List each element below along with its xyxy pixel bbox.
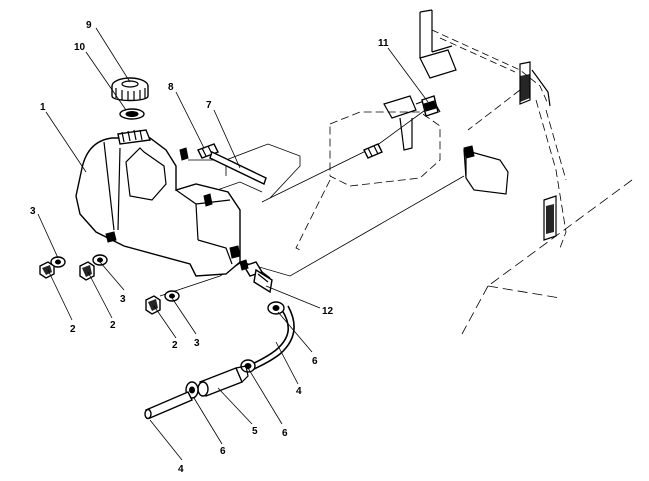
callout-5: 5 (252, 426, 258, 437)
callout-8: 8 (168, 82, 174, 93)
callout-4-upper: 4 (296, 386, 302, 397)
callout-11: 11 (378, 38, 389, 49)
callout-1: 1 (40, 102, 46, 113)
vehicle-frame (295, 9, 633, 335)
leader-lines (37, 27, 429, 461)
washer-2 (92, 254, 108, 266)
callout-3-middle: 3 (120, 294, 126, 305)
callout-10: 10 (74, 42, 86, 53)
callout-6-lower-left: 6 (220, 446, 226, 457)
washer-3 (164, 290, 180, 302)
hose-clamp-upper (267, 301, 285, 315)
callout-6-upper: 6 (312, 356, 318, 367)
fuel-hose-upper (247, 305, 295, 371)
callout-7: 7 (206, 100, 212, 111)
fuel-valve (239, 259, 273, 294)
fuel-tank (75, 129, 241, 277)
callout-labels: 1 9 10 8 7 11 3 2 2 3 2 3 12 6 4 6 5 6 4 (30, 20, 389, 475)
cap-gasket (119, 108, 145, 120)
fuel-cap (111, 77, 149, 102)
callout-12: 12 (322, 306, 334, 317)
fuel-filter (197, 365, 249, 397)
callout-4-lower: 4 (178, 464, 184, 475)
callout-6-lower-right: 6 (282, 428, 288, 439)
callout-2-left: 2 (70, 324, 76, 335)
nut-2 (79, 261, 95, 281)
fuel-hose-lower (144, 391, 193, 420)
nut-1 (39, 261, 55, 279)
callout-9: 9 (86, 20, 92, 31)
frame-fitting (363, 95, 439, 159)
vent-tube (209, 151, 267, 185)
callout-3-left: 3 (30, 206, 36, 217)
washer-1 (50, 256, 66, 268)
callout-3-right: 3 (194, 338, 200, 349)
callout-2-right: 2 (172, 340, 178, 351)
callout-2-middle: 2 (110, 320, 116, 331)
